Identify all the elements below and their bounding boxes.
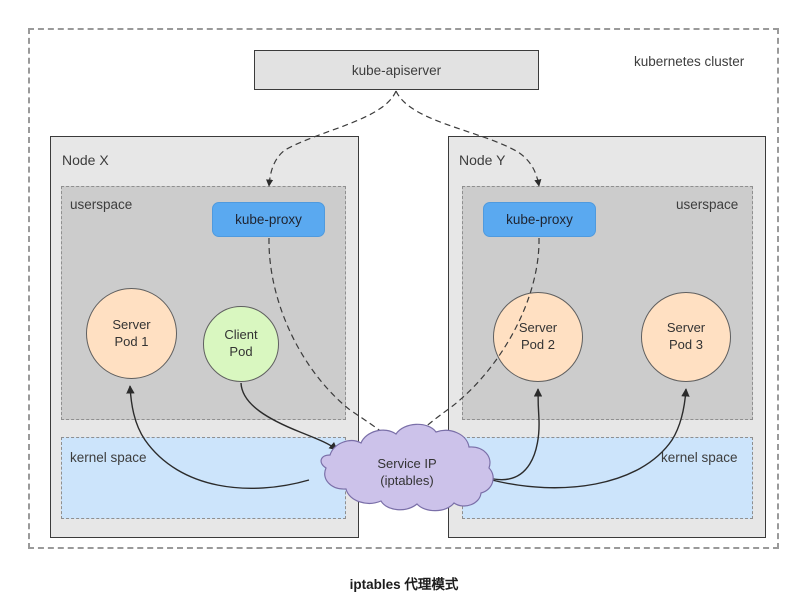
diagram-caption: iptables 代理模式 (349, 577, 459, 592)
edge-service-to-server-pod-3 (491, 388, 690, 489)
client-pod-line1: Client (224, 327, 258, 343)
edge-proxy-y-to-service (404, 237, 540, 453)
edge-proxy-x-to-service (268, 237, 401, 453)
node-x-kernel-label: kernel space (70, 450, 147, 465)
kubernetes-cluster-label: kubernetes cluster (634, 54, 745, 69)
service-ip-cloud[interactable] (320, 423, 494, 512)
node-y-kube-proxy-label: kube-proxy (506, 212, 573, 227)
node-x-kernel-box (61, 437, 346, 519)
kubernetes-cluster-boundary (28, 28, 779, 549)
server-pod-2-line2: Pod 2 (521, 337, 555, 352)
node-x-kube-proxy-box[interactable]: kube-proxy (212, 202, 325, 237)
server-pod-2-line1: Server (518, 320, 558, 336)
server-pod-3-line2: Pod 3 (669, 337, 703, 352)
server-pod-3-line1: Server (666, 320, 706, 336)
edge-client-pod-to-service (240, 382, 338, 451)
node-y-kernel-label: kernel space (661, 450, 738, 465)
node-y-title: Node Y (459, 152, 506, 168)
node-y-userspace-label: userspace (676, 197, 739, 212)
kube-apiserver-box[interactable]: kube-apiserver (254, 50, 539, 90)
node-x-userspace-label: userspace (70, 197, 133, 212)
kube-apiserver-label: kube-apiserver (351, 62, 442, 78)
node-x-kube-proxy-label: kube-proxy (235, 212, 302, 227)
edge-apiserver-to-proxy-x (266, 90, 397, 187)
edge-service-to-server-pod-1 (126, 385, 310, 489)
node-y-kube-proxy-box[interactable]: kube-proxy (483, 202, 596, 237)
edge-service-to-server-pod-2 (488, 388, 543, 481)
node-x-title: Node X (62, 152, 109, 168)
client-pod-line2: Pod (229, 344, 253, 359)
server-pod-1-line2: Pod 1 (114, 333, 149, 349)
server-pod-1-line1: Server (112, 316, 151, 332)
edge-apiserver-to-proxy-y (395, 90, 542, 187)
